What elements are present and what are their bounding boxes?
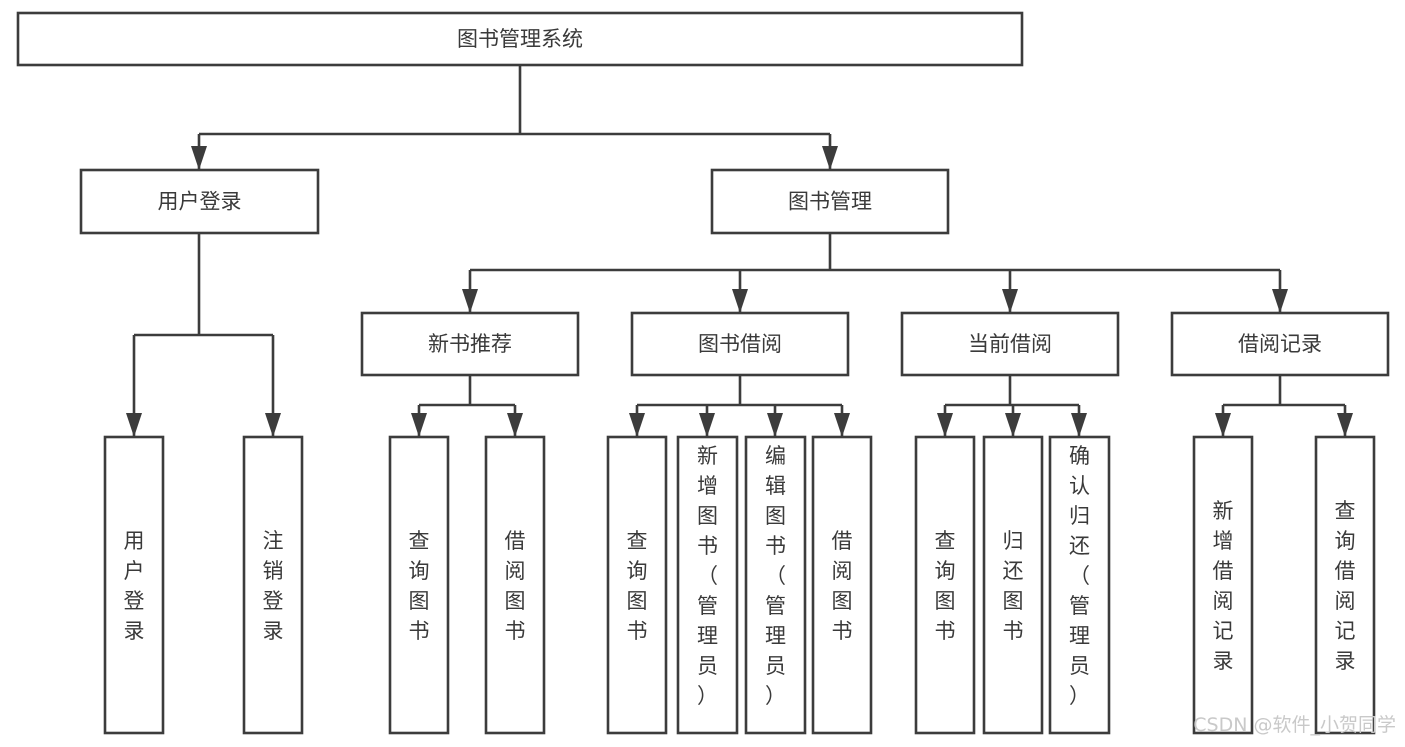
- node-label: 查询借阅记录: [1335, 499, 1356, 673]
- arrow-head-icon: [1215, 413, 1231, 437]
- connector-level3-3-to-leaves: [1215, 375, 1353, 437]
- node-label: 新增图书（管理员）: [697, 444, 718, 708]
- node-label: 借阅图书: [832, 529, 853, 643]
- connector-level3-0-to-leaves: [411, 375, 523, 437]
- node-level3-借阅记录[interactable]: 借阅记录: [1170, 311, 1390, 377]
- arrow-head-icon: [767, 413, 783, 437]
- node-leaf-7-借阅图书[interactable]: 借阅图书: [811, 435, 873, 735]
- arrow-head-icon: [629, 413, 645, 437]
- arrow-head-icon: [191, 146, 207, 170]
- arrow-head-icon: [1002, 289, 1018, 313]
- node-label: 查询图书: [627, 529, 648, 643]
- arrow-head-icon: [1337, 413, 1353, 437]
- node-level3-新书推荐[interactable]: 新书推荐: [360, 311, 580, 377]
- connector-layer: [126, 65, 1353, 437]
- node-leaf-4-查询图书[interactable]: 查询图书: [606, 435, 668, 735]
- arrow-head-icon: [1071, 413, 1087, 437]
- node-leaf-6-编辑图书管理员[interactable]: 编辑图书（管理员）: [744, 435, 807, 735]
- node-label: 当前借阅: [968, 332, 1052, 356]
- node-label: 用户登录: [124, 529, 145, 643]
- arrow-head-icon: [937, 413, 953, 437]
- node-label: 归还图书: [1003, 529, 1024, 643]
- arrow-head-icon: [732, 289, 748, 313]
- node-leaf-11-新增借阅记录[interactable]: 新增借阅记录: [1192, 435, 1254, 735]
- arrow-head-icon: [462, 289, 478, 313]
- node-level2-用户登录[interactable]: 用户登录: [79, 168, 320, 235]
- node-label: 用户登录: [158, 190, 242, 214]
- node-leaf-12-查询借阅记录[interactable]: 查询借阅记录: [1314, 435, 1376, 735]
- node-label: 图书管理系统: [457, 27, 583, 51]
- node-level3-当前借阅[interactable]: 当前借阅: [900, 311, 1120, 377]
- node-label: 新书推荐: [428, 332, 512, 356]
- node-leaf-5-新增图书管理员[interactable]: 新增图书（管理员）: [676, 435, 739, 735]
- arrow-head-icon: [1272, 289, 1288, 313]
- node-root-图书管理系统[interactable]: 图书管理系统: [16, 11, 1024, 67]
- connector-level3-1-to-leaves: [629, 375, 850, 437]
- connector-books-to-level3: [462, 233, 1288, 313]
- csdn-watermark: CSDN @软件_小贺同学: [1193, 714, 1396, 736]
- arrow-head-icon: [1005, 413, 1021, 437]
- connector-root-to-level2: [191, 65, 838, 170]
- node-label: 新增借阅记录: [1213, 499, 1234, 673]
- node-label: 图书管理: [788, 190, 872, 214]
- node-level3-图书借阅[interactable]: 图书借阅: [630, 311, 850, 377]
- arrow-head-icon: [411, 413, 427, 437]
- node-level2-图书管理[interactable]: 图书管理: [710, 168, 950, 235]
- arrow-head-icon: [507, 413, 523, 437]
- node-leaf-1-注销登录[interactable]: 注销登录: [242, 435, 304, 735]
- node-leaf-2-查询图书[interactable]: 查询图书: [388, 435, 450, 735]
- connector-level3-2-to-leaves: [937, 375, 1087, 437]
- node-leaf-3-借阅图书[interactable]: 借阅图书: [484, 435, 546, 735]
- arrow-head-icon: [822, 146, 838, 170]
- node-label: 查询图书: [935, 529, 956, 643]
- node-label: 编辑图书（管理员）: [765, 444, 786, 708]
- node-label: 注销登录: [263, 529, 284, 643]
- node-leaf-8-查询图书[interactable]: 查询图书: [914, 435, 976, 735]
- arrow-head-icon: [699, 413, 715, 437]
- node-leaf-0-用户登录[interactable]: 用户登录: [103, 435, 165, 735]
- node-leaf-10-确认归还管理员[interactable]: 确认归还（管理员）: [1048, 435, 1111, 735]
- node-label: 借阅记录: [1238, 332, 1322, 356]
- arrow-head-icon: [265, 413, 281, 437]
- node-layer: 图书管理系统用户登录图书管理新书推荐图书借阅当前借阅借阅记录用户登录注销登录查询…: [16, 11, 1390, 735]
- connector-login-to-leaves: [126, 233, 281, 437]
- node-label: 确认归还（管理员）: [1069, 444, 1090, 708]
- node-label: 查询图书: [409, 529, 430, 643]
- node-label: 图书借阅: [698, 332, 782, 356]
- node-label: 借阅图书: [505, 529, 526, 643]
- arrow-head-icon: [126, 413, 142, 437]
- arrow-head-icon: [834, 413, 850, 437]
- node-leaf-9-归还图书[interactable]: 归还图书: [982, 435, 1044, 735]
